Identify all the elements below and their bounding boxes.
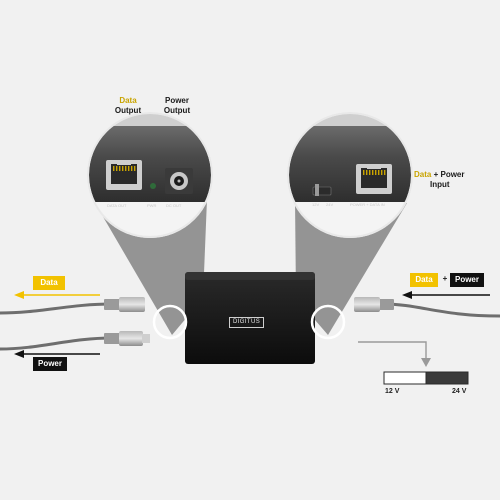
right-zoom-cone [295, 199, 407, 335]
input-word: Input [430, 180, 450, 189]
data-output-label: Data Output [113, 96, 143, 116]
left-zoom-circle [87, 112, 213, 238]
poe-splitter-device [152, 272, 346, 364]
data-input-tag: Data [410, 273, 438, 287]
voltage-indicator-arrow [358, 341, 431, 367]
voltage-24v-label: 24 V [452, 388, 467, 395]
voltage-12v-label: 12 V [385, 388, 400, 395]
switch-24v-label: 24V [326, 202, 334, 207]
data-output-arrow [14, 291, 100, 299]
data-word: Data [119, 96, 137, 105]
power-word: Power [164, 96, 189, 105]
pwr-led [150, 183, 156, 189]
data-out-port-label: DATA OUT [107, 203, 127, 208]
pwr-led-label: PWR [147, 203, 157, 208]
voltage-scale-bar [383, 371, 469, 385]
power-data-in-label: POWER + DATA IN [350, 202, 385, 207]
output-word: Output [163, 106, 191, 115]
power-output-tag: Power [33, 357, 67, 371]
plus-sign: + [442, 274, 448, 283]
left-zoom-cone [95, 199, 207, 335]
plus-sign: + [433, 170, 439, 179]
power-output-label: Power Output [160, 96, 194, 116]
left-cables [0, 297, 150, 351]
power-data-input-arrow [402, 291, 490, 299]
data-word: Data [414, 170, 432, 179]
data-power-input-label: Data + Power Input [414, 170, 474, 190]
right-cable [354, 297, 500, 318]
data-output-tag: Data [33, 276, 65, 290]
switch-12v-label: 12V [312, 202, 320, 207]
dc-out-label: DC OUT [166, 203, 182, 208]
device-brand-logo: DIGITUS [229, 317, 265, 328]
power-output-arrow [14, 350, 100, 358]
right-zoom-circle [287, 112, 413, 238]
power-word: Power [440, 170, 465, 179]
power-input-tag: Power [450, 273, 484, 287]
output-word: Output [114, 106, 142, 115]
